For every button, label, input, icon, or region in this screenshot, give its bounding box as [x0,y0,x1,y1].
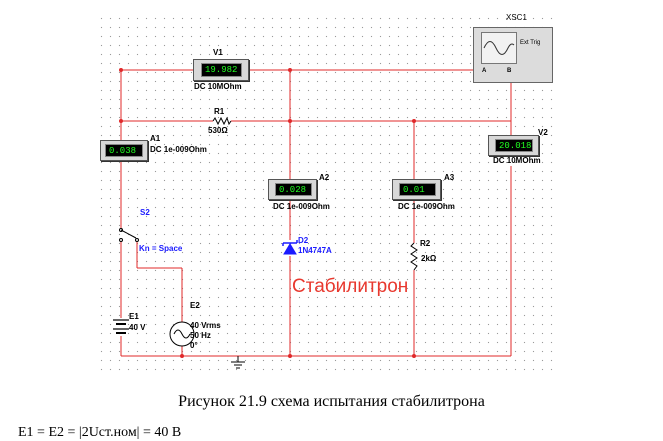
a3-name: A3 [444,173,455,182]
a1-mode: DC 1e-009Ohm [150,145,207,154]
v1-display: 19.982 [201,63,242,77]
s2-name: S2 [140,208,150,217]
r1-name: R1 [214,107,225,116]
a1-name: A1 [150,134,161,143]
r2-value: 2kΩ [421,254,437,263]
e1-battery [113,319,129,334]
a2-mode: DC 1e-009Ohm [273,202,330,211]
oscilloscope-xsc1[interactable]: Ext Trig A B [473,27,553,83]
e2-value: 40 Vrms [190,321,221,330]
port-b-label: B [507,68,512,74]
v1-voltmeter[interactable]: 19.982 [193,59,249,81]
a2-ammeter[interactable]: 0.028 [268,179,317,200]
a2-name: A2 [319,173,330,182]
a3-ammeter[interactable]: 0.01 [392,179,441,200]
ground-symbol [231,356,245,369]
e2-name: E2 [190,301,200,310]
v1-mode: DC 10MOhm [194,82,242,91]
a2-display: 0.028 [275,183,312,196]
s2-switch [119,228,139,242]
e2-ac-source [169,321,195,347]
a3-display: 0.01 [399,183,436,196]
ext-trig-label: Ext Trig [520,40,541,46]
formula-text: E1 = E2 = |2Uст.ном| = 40 В [18,425,182,440]
a3-mode: DC 1e-009Ohm [398,202,455,211]
zener-annotation: Стабилитрон [292,276,409,297]
v2-display: 20.018 [495,139,533,152]
v2-voltmeter[interactable]: 20.018 [488,135,539,156]
r2-name: R2 [420,239,431,248]
v1-name: V1 [213,48,223,57]
a1-ammeter[interactable]: 0.038 [100,140,148,161]
v2-name: V2 [538,128,548,137]
r1-value: 530Ω [208,126,228,135]
oscilloscope-screen [481,32,517,64]
d2-zener-diode [282,240,298,255]
d2-part: 1N4747A [298,246,332,255]
oscilloscope-label: XSC1 [506,13,527,22]
e1-name: E1 [129,312,139,321]
s2-key: Kn = Space [139,244,183,253]
e2-freq: 50 Hz [190,331,211,340]
r1-resistor [212,116,232,126]
port-a-label: A [482,68,487,74]
a1-display: 0.038 [105,144,143,157]
e2-phase: 0° [190,341,198,350]
v2-mode: DC 10MOhm [493,156,541,165]
figure-caption: Рисунок 21.9 схема испытания стабилитрон… [178,393,485,410]
r2-resistor [410,242,418,271]
d2-name: D2 [298,236,309,245]
e1-value: 40 V [129,323,146,332]
